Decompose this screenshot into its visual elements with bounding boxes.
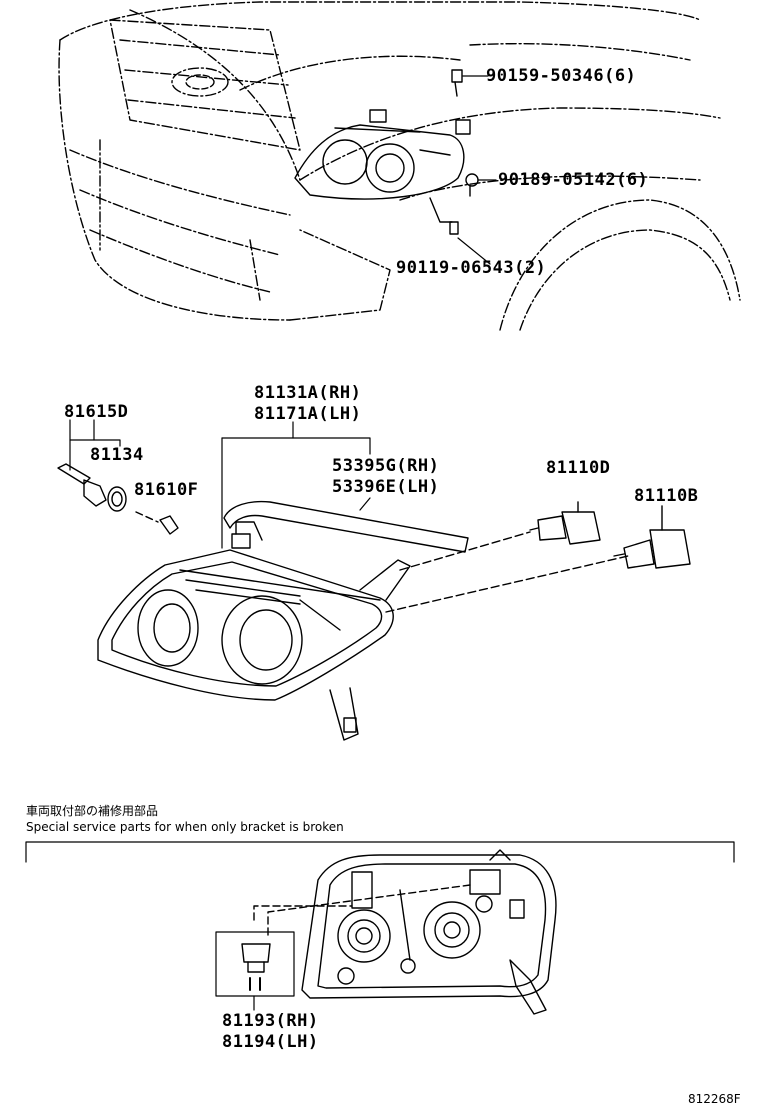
- callout-trim-rh: 53395G(RH): [332, 456, 440, 476]
- special-note-jp: 車両取付部の補修用部品: [26, 804, 159, 818]
- bracket-repair-drawing: [25, 841, 735, 1015]
- special-note-en: Special service parts for when only brac…: [26, 820, 344, 834]
- callout-headlamp-rh: 81131A(RH): [254, 383, 362, 403]
- callout-bracket-lh: 81194(LH): [222, 1032, 319, 1052]
- callout-trim-lh: 53396E(LH): [332, 477, 440, 497]
- callout-clip: 90189-05142(6): [498, 170, 649, 190]
- callout-bolt-top: 90159-50346(6): [486, 66, 637, 86]
- callout-bulb-b: 81110B: [634, 486, 699, 506]
- callout-socket: 81134: [90, 445, 144, 465]
- callout-bulb-small: 81610F: [134, 480, 199, 500]
- callout-socket-assy: 81615D: [64, 402, 129, 422]
- callout-headlamp-lh: 81171A(LH): [254, 404, 362, 424]
- headlamp-exploded-drawing: [57, 419, 691, 741]
- callout-bulb-d: 81110D: [546, 458, 611, 478]
- vehicle-front-drawing: [58, 1, 741, 331]
- callout-bolt-bottom: 90119-06543(2): [396, 258, 547, 278]
- callout-bracket-rh: 81193(RH): [222, 1011, 319, 1031]
- figure-reference: 812268F: [688, 1092, 741, 1106]
